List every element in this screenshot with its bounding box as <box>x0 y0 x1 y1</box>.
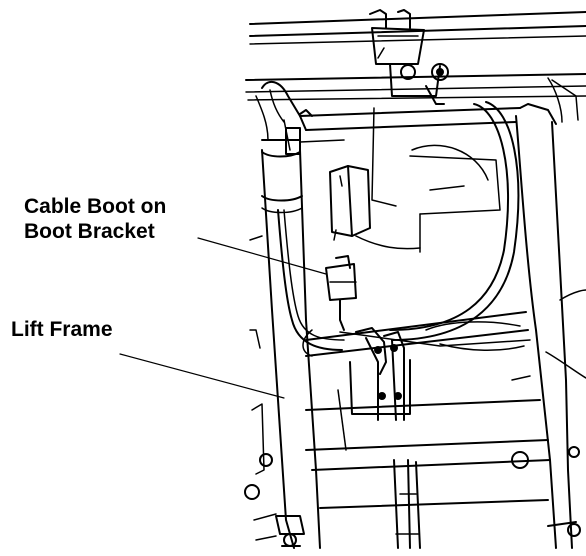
middle-cross-beam <box>305 311 531 357</box>
top-hinge-bracket <box>369 9 449 105</box>
callout-cable-boot-line2: Boot Bracket <box>24 220 155 243</box>
control-box <box>329 165 371 241</box>
left-outer-frame <box>244 235 277 541</box>
left-lift-frame-post <box>261 119 321 549</box>
callout-cable-boot: Cable Boot on Boot Bracket <box>24 194 166 244</box>
right-lift-frame-post <box>515 77 581 549</box>
left-frame-arm <box>255 80 313 214</box>
cable-loop <box>355 101 520 341</box>
pivot-clevis <box>349 327 411 421</box>
callout-cable-boot-line1: Cable Boot on <box>24 195 167 218</box>
cable-boot <box>325 255 357 331</box>
lower-frame-box <box>305 389 551 549</box>
top-crossbar <box>245 11 586 101</box>
callout-lift-frame: Lift Frame <box>11 318 113 341</box>
leader-lines <box>119 237 327 399</box>
background-cylinder <box>371 107 501 253</box>
